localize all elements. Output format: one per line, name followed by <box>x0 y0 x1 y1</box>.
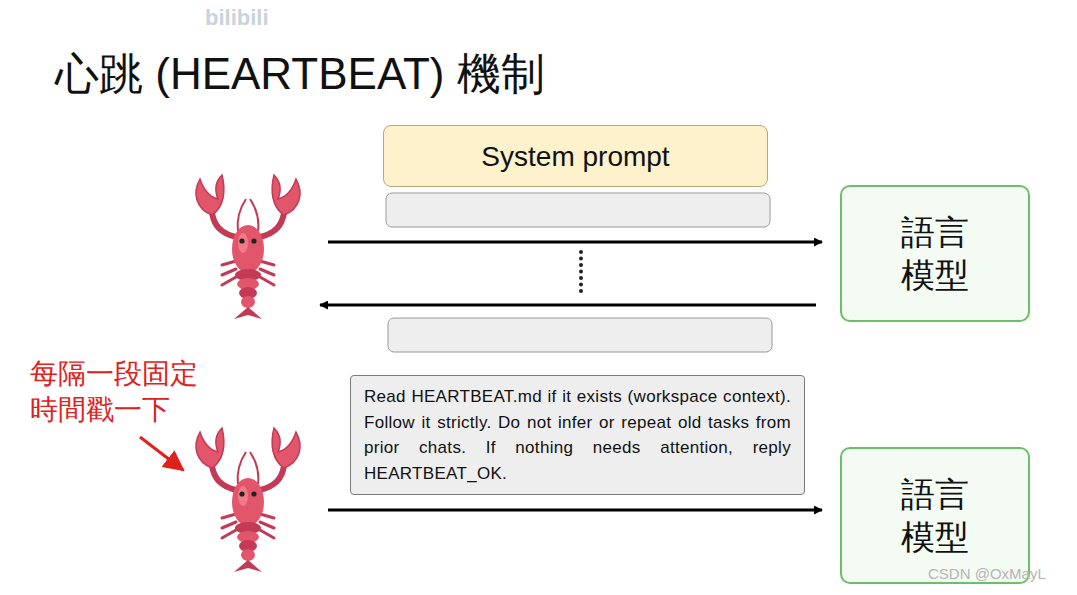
message-bar <box>388 318 772 352</box>
node-text: Read HEARTBEAT.md if it exists (workspac… <box>364 384 791 486</box>
heartbeat-arrow <box>328 509 822 512</box>
dot <box>579 250 583 254</box>
node-text: System prompt <box>481 139 669 174</box>
message-bar <box>386 193 770 227</box>
prompt-box: System prompt <box>383 125 768 187</box>
dot <box>579 270 583 274</box>
lobster-icon <box>196 428 300 572</box>
dot <box>579 283 583 287</box>
node-text: 語言 模型 <box>896 211 974 296</box>
node-text: 語言 模型 <box>896 473 974 558</box>
dot <box>579 289 583 293</box>
ellipsis-dots <box>579 250 583 293</box>
model-box: 語言 模型 <box>840 447 1030 584</box>
slide-title: 心跳 (HEARTBEAT) 機制 <box>55 50 545 98</box>
dot <box>579 257 583 261</box>
callout-arrow <box>140 437 183 470</box>
lobster-icon <box>196 175 300 319</box>
callout-note: 每隔一段固定 時間戳一下 <box>30 356 209 429</box>
reply-arrow <box>320 304 816 307</box>
watermark: bilibili <box>205 6 269 30</box>
watermark: CSDN @OxMayL <box>928 566 1046 583</box>
message-box: Read HEARTBEAT.md if it exists (workspac… <box>350 375 805 495</box>
dot <box>579 263 583 267</box>
request-arrow <box>328 241 822 244</box>
dot <box>579 276 583 280</box>
model-box: 語言 模型 <box>840 185 1030 322</box>
